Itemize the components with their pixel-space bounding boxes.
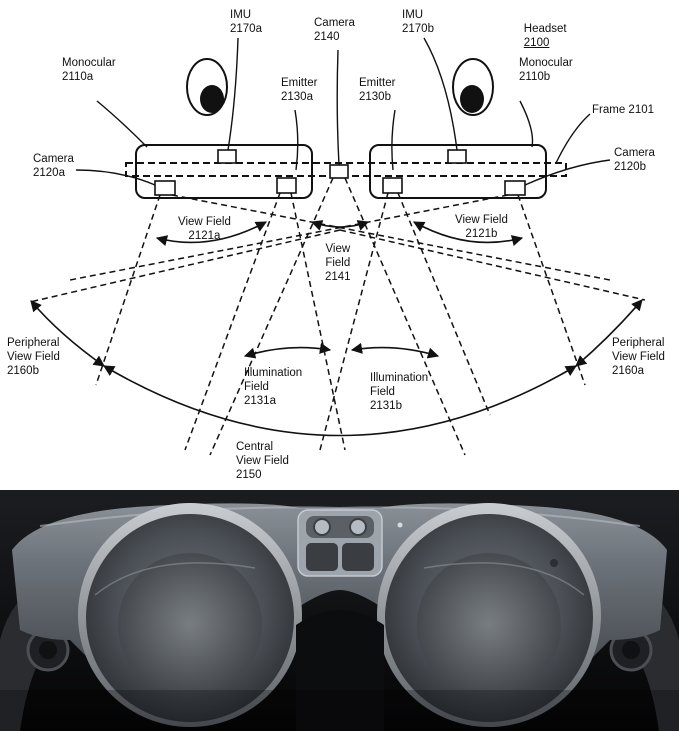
imu-2170a-box bbox=[217, 149, 237, 164]
nose-bridge bbox=[296, 610, 384, 731]
arc-illumination-2131b bbox=[350, 342, 440, 359]
label-peripheral-2160a: Peripheral View Field 2160a bbox=[612, 337, 665, 377]
right-eye-icon bbox=[452, 58, 494, 116]
label-monocular-2110a: Monocular 2110a bbox=[62, 57, 116, 83]
label-frame-2101: Frame 2101 bbox=[592, 104, 655, 116]
label-view-field-2121a: View Field 2121a bbox=[178, 216, 231, 242]
label-view-field-2141: View Field 2141 bbox=[325, 243, 351, 283]
label-view-field-2121b: View Field 2121b bbox=[455, 214, 508, 240]
arc-view-field-2141 bbox=[310, 220, 370, 231]
arc-view-field-2121b bbox=[413, 221, 524, 246]
arc-peripheral-2160b bbox=[30, 300, 105, 367]
label-camera-2140: Camera 2140 bbox=[314, 17, 355, 43]
headset-photo bbox=[0, 490, 679, 731]
center-sensor-module bbox=[297, 509, 383, 577]
right-lens bbox=[377, 503, 601, 727]
label-emitter-2130a: Emitter 2130a bbox=[281, 77, 318, 103]
camera-2120a-box bbox=[154, 180, 176, 196]
sensor-camera-right-icon bbox=[349, 518, 367, 536]
label-headset-2100: Headset 2100 bbox=[511, 8, 567, 64]
emitter-2130a-box bbox=[276, 177, 297, 194]
arc-central-2150 bbox=[103, 365, 577, 437]
label-central-2150: Central View Field 2150 bbox=[236, 441, 289, 481]
label-camera-2120a: Camera 2120a bbox=[33, 153, 74, 179]
label-camera-2120b: Camera 2120b bbox=[614, 147, 655, 173]
label-imu-2170b: IMU 2170b bbox=[402, 9, 434, 35]
field-lines bbox=[29, 177, 646, 456]
imu-2170b-box bbox=[447, 149, 467, 164]
left-eye-icon bbox=[186, 58, 228, 116]
camera-2120b-box bbox=[504, 180, 526, 196]
emitter-2130b-box bbox=[382, 177, 403, 194]
sensor-camera-left-icon bbox=[313, 518, 331, 536]
arc-illumination-2131a bbox=[243, 342, 332, 359]
arc-view-field-2121a bbox=[155, 221, 267, 246]
field-arcs bbox=[30, 220, 643, 437]
label-imu-2170a: IMU 2170a bbox=[230, 9, 262, 35]
headset-diagram bbox=[29, 37, 646, 456]
headset-number: 2100 bbox=[523, 37, 550, 49]
leader-lines bbox=[75, 37, 611, 186]
label-monocular-2110b: Monocular 2110b bbox=[519, 57, 573, 83]
label-illumination-2131a: Illumination Field 2131a bbox=[244, 367, 303, 407]
camera-2140-box bbox=[329, 164, 349, 179]
label-emitter-2130b: Emitter 2130b bbox=[359, 77, 396, 103]
monocular-2110b-housing bbox=[369, 144, 547, 199]
label-peripheral-2160b: Peripheral View Field 2160b bbox=[7, 337, 60, 377]
headset-label-text: Headset bbox=[523, 23, 567, 35]
arc-peripheral-2160a bbox=[575, 299, 643, 367]
label-illumination-2131b: Illumination Field 2131b bbox=[370, 372, 429, 412]
left-lens bbox=[78, 503, 302, 727]
monocular-2110a-housing bbox=[135, 144, 313, 199]
